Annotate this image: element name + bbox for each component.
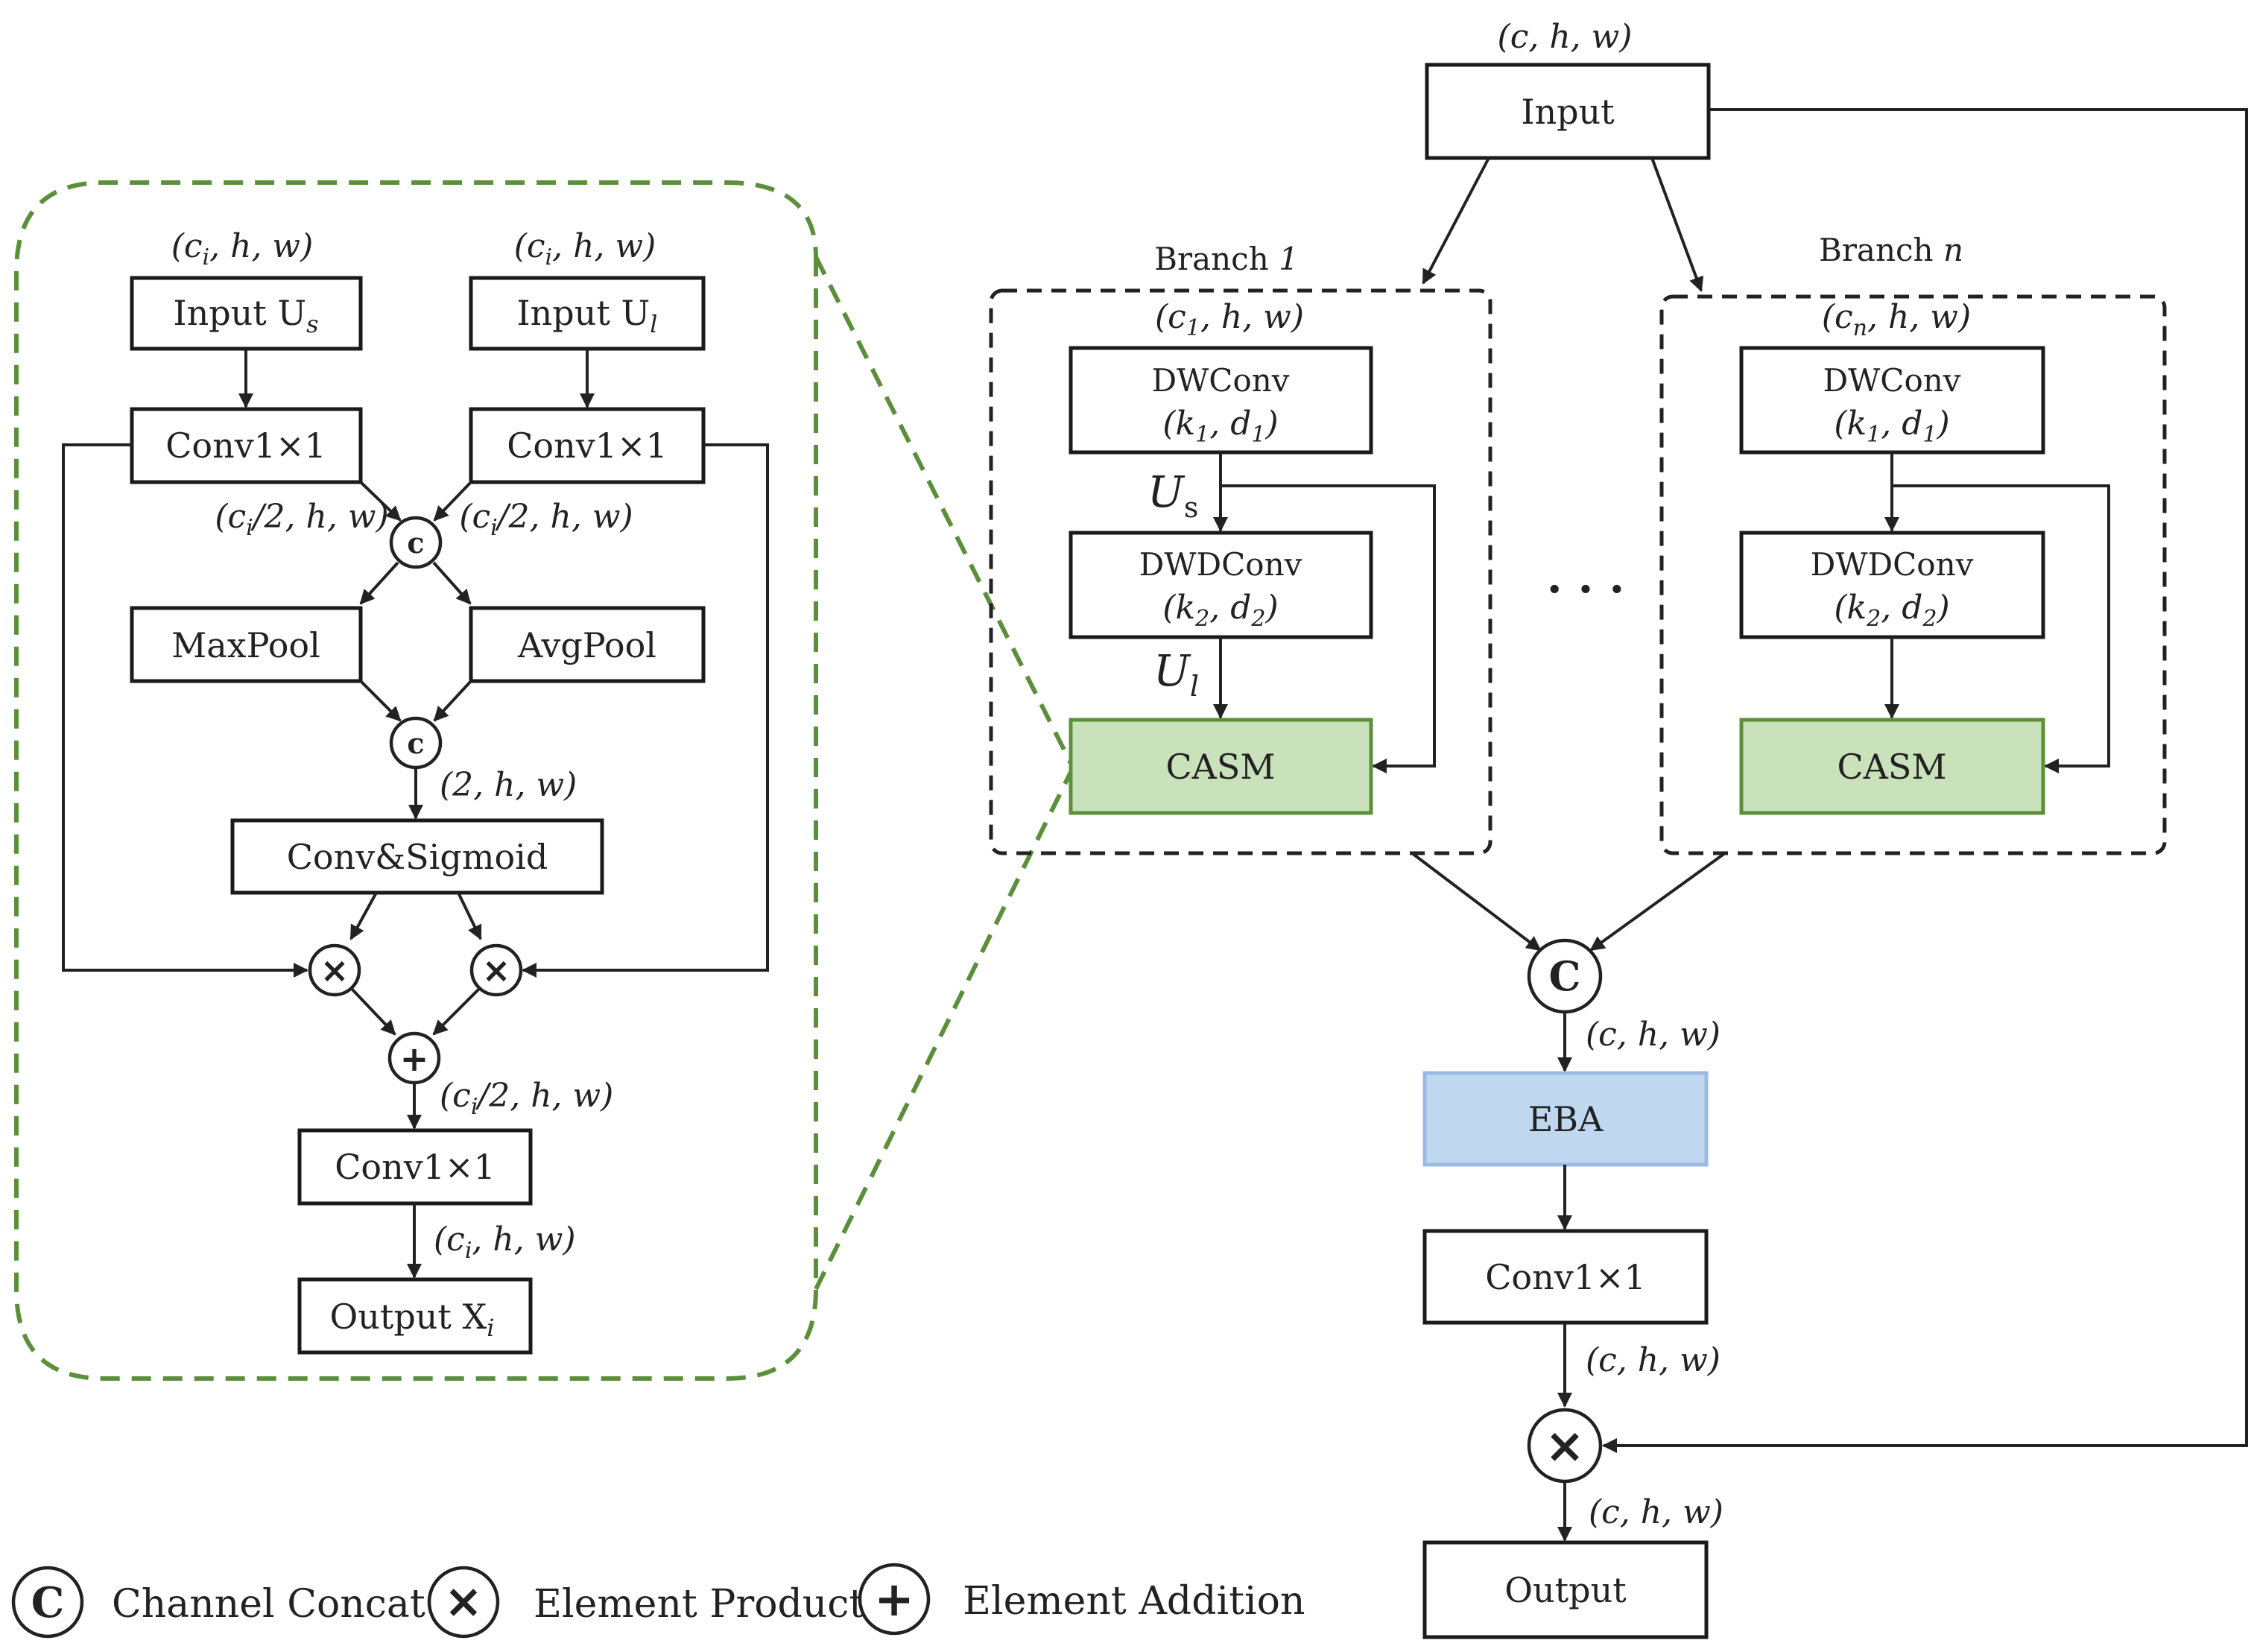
concat-node-2: c	[389, 716, 443, 770]
input-us-label: Input Us	[173, 293, 318, 338]
svg-text:+: +	[400, 1039, 429, 1079]
branch-1-dwconv-box: DWConv (k1, d1)	[1069, 346, 1373, 455]
two-dim: (2, h, w)	[440, 766, 577, 804]
input-ul-dim: (ci, h, w)	[514, 227, 656, 270]
conv-left-label: Conv1×1	[165, 425, 326, 466]
input-us-dim: (ci, h, w)	[171, 227, 314, 270]
svg-text:+: +	[874, 1572, 914, 1627]
svg-text:c: c	[407, 727, 424, 760]
add-node: +	[387, 1031, 441, 1085]
branch-n-dwdconv-label: DWDConv	[1811, 546, 1974, 583]
branch-ellipsis: . . .	[1547, 551, 1624, 604]
legend-product-icon: ×	[427, 1566, 500, 1639]
legend-addition-label: Element Addition	[963, 1579, 1305, 1624]
half-dim-right: (ci/2, h, w)	[459, 498, 633, 541]
svg-text:×: ×	[444, 1574, 483, 1628]
branch-1-casm-label: CASM	[1165, 747, 1275, 787]
branch-n-dim: (cn, h, w)	[1822, 298, 1971, 341]
branch-1-title: Branch 1	[1154, 241, 1299, 277]
concat-dim: (c, h, w)	[1586, 1016, 1721, 1054]
branch-n-casm-box: CASM	[1739, 718, 2045, 815]
add-dim: (ci/2, h, w)	[440, 1077, 613, 1120]
svg-text:×: ×	[482, 950, 511, 990]
main-output-label: Output	[1504, 1570, 1627, 1610]
conv-out-label: Conv1×1	[335, 1147, 496, 1187]
main-output-box: Output	[1422, 1540, 1709, 1639]
branch-1-container	[989, 288, 1492, 855]
input-box: Input	[1425, 63, 1711, 160]
branch-1-ul-label: Ul	[1153, 645, 1199, 703]
eba-label: EBA	[1528, 1099, 1604, 1139]
legend: C Channel Concat × Element Product + Ele…	[11, 1563, 1305, 1639]
svg-text:×: ×	[1545, 1419, 1585, 1474]
concat-node-1: c	[389, 516, 443, 569]
input-ul-label: Input Ul	[517, 293, 658, 338]
casm-detail-panel: (ci, h, w) (ci, h, w) Input Us Input Ul …	[14, 180, 818, 1381]
conv-out-box: Conv1×1	[297, 1128, 533, 1206]
product-dim: (c, h, w)	[1589, 1493, 1723, 1531]
input-label: Input	[1521, 92, 1615, 132]
branch-1-dwconv-label: DWConv	[1151, 362, 1289, 399]
half-dim-left: (ci/2, h, w)	[215, 498, 388, 541]
input-dim: (c, h, w)	[1498, 18, 1633, 56]
branch-1-casm-box: CASM	[1069, 718, 1373, 815]
output-xi-box: Output Xi	[297, 1277, 533, 1355]
branch-n-dwdconv-params: (k2, d2)	[1834, 589, 1949, 632]
branch-1-us-label: Us	[1148, 466, 1198, 524]
output-xi-label: Output Xi	[330, 1297, 495, 1342]
conv-left-box: Conv1×1	[130, 407, 363, 484]
maxpool-box: MaxPool	[130, 606, 363, 683]
main-conv-label: Conv1×1	[1485, 1257, 1646, 1297]
branch-n-dwdconv-box: DWDConv (k2, d2)	[1739, 531, 2045, 639]
multiply-node-right: ×	[469, 943, 523, 997]
branch-1-dwdconv-box: DWDConv (k2, d2)	[1069, 531, 1373, 639]
branch-n-dwconv-label: DWConv	[1823, 362, 1960, 399]
svg-text:×: ×	[320, 950, 349, 990]
conv-sigmoid-box: Conv&Sigmoid	[230, 818, 604, 895]
eba-box: EBA	[1422, 1071, 1709, 1167]
conv-right-box: Conv1×1	[469, 407, 706, 484]
main-conv-box: Conv1×1	[1422, 1229, 1709, 1325]
svg-text:C: C	[31, 1578, 65, 1627]
zoom-connector-bottom	[814, 766, 1075, 1291]
avgpool-label: AvgPool	[517, 625, 656, 665]
legend-addition-icon: +	[858, 1563, 931, 1636]
branch-n-container	[1659, 294, 2167, 855]
branch-n-casm-label: CASM	[1837, 747, 1946, 787]
branch-n-dwconv-box: DWConv (k1, d1)	[1739, 346, 2045, 455]
svg-text:c: c	[407, 526, 424, 560]
branch-n-title: Branch n	[1819, 232, 1963, 268]
maxpool-label: MaxPool	[171, 625, 320, 665]
avgpool-box: AvgPool	[469, 606, 706, 683]
out-dim: (ci, h, w)	[434, 1221, 576, 1264]
legend-concat-label: Channel Concat	[112, 1582, 425, 1627]
main-architecture: (c, h, w) Input Branch 1 (c1, h, w) DWCo…	[989, 18, 2248, 1639]
conv-dim: (c, h, w)	[1586, 1341, 1721, 1379]
branch-1-dim: (c1, h, w)	[1155, 298, 1304, 341]
zoom-connector-top	[814, 256, 1075, 769]
branch-1-dwconv-params: (k1, d1)	[1162, 405, 1278, 448]
casm-detail-outline	[14, 180, 818, 1381]
svg-text:C: C	[1549, 952, 1581, 1000]
branch-1-dwdconv-params: (k2, d2)	[1162, 589, 1278, 632]
main-concat-node: C	[1527, 938, 1603, 1014]
legend-concat-icon: C	[11, 1566, 84, 1639]
main-product-node: ×	[1527, 1408, 1603, 1484]
branch-n-dwconv-params: (k1, d1)	[1834, 405, 1949, 448]
legend-product-label: Element Product	[534, 1582, 864, 1627]
multiply-node-left: ×	[308, 943, 361, 997]
branch-1-dwdconv-label: DWDConv	[1139, 546, 1302, 583]
input-ul-box: Input Ul	[469, 276, 706, 351]
conv-sigmoid-label: Conv&Sigmoid	[287, 837, 548, 877]
conv-right-label: Conv1×1	[507, 425, 668, 466]
input-us-box: Input Us	[130, 276, 363, 351]
